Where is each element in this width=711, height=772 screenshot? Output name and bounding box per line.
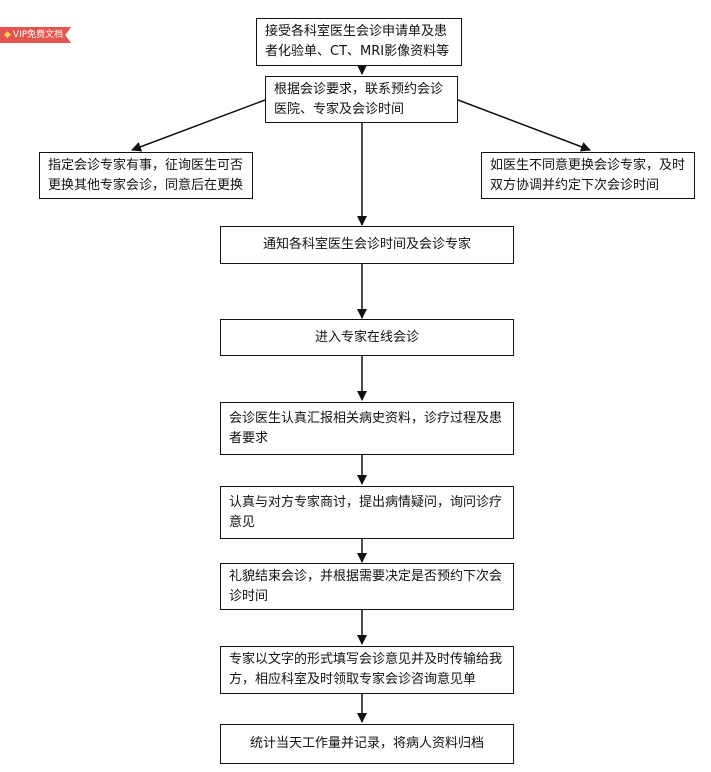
step-text-enter-consultation: 进入专家在线会诊 bbox=[314, 329, 419, 345]
step-text-receive-application: 接受各科室医生会诊申请单及患者化验单、CT、MRI影像资料等 bbox=[265, 24, 450, 59]
step-box-statistics-archive: 统计当天工作量并记录，将病人资料归档 bbox=[220, 724, 514, 764]
step-box-report-history: 会诊医生认真汇报相关病史资料，诊疗过程及患者要求 bbox=[220, 402, 514, 455]
step-box-contact-reserve: 根据会诊要求，联系预约会诊医院、专家及会诊时间 bbox=[265, 76, 458, 123]
step-box-notify: 通知各科室医生会诊时间及会诊专家 bbox=[220, 226, 514, 264]
branch-box-right: 如医生不同意更换会诊专家，及时双方协调并约定下次会诊时间 bbox=[481, 152, 695, 199]
step-text-statistics-archive: 统计当天工作量并记录，将病人资料归档 bbox=[249, 736, 484, 751]
step-text-report-history: 会诊医生认真汇报相关病史资料，诊疗过程及患者要求 bbox=[229, 410, 503, 446]
step-box-discuss: 认真与对方专家商讨，提出病情疑问，询问诊疗意见 bbox=[220, 486, 514, 539]
diamond-icon: ◆ bbox=[4, 30, 11, 40]
branch-box-left: 指定会诊专家有事，征询医生可否更换其他专家会诊，同意后在更换 bbox=[39, 152, 253, 199]
branch-text-right: 如医生不同意更换会诊专家，及时双方协调并约定下次会诊时间 bbox=[490, 157, 686, 193]
step-box-written-opinion: 专家以文字的形式填写会诊意见并及时传输给我方，相应科室及时领取专家会诊咨询意见单 bbox=[220, 646, 514, 694]
step-text-written-opinion: 专家以文字的形式填写会诊意见并及时传输给我方，相应科室及时领取专家会诊咨询意见单 bbox=[229, 652, 503, 687]
step-text-discuss: 认真与对方专家商讨，提出病情疑问，询问诊疗意见 bbox=[229, 494, 503, 530]
step-box-enter-consultation: 进入专家在线会诊 bbox=[220, 319, 514, 356]
step-box-end-consultation: 礼貌结束会诊，并根据需要决定是否预约下次会诊时间 bbox=[220, 563, 514, 610]
arrow-step2-right bbox=[457, 99, 591, 152]
vip-badge-label: VIP免费文档 bbox=[12, 30, 64, 40]
step-text-notify: 通知各科室医生会诊时间及会诊专家 bbox=[262, 237, 471, 252]
step-text-contact-reserve: 根据会诊要求，联系预约会诊医院、专家及会诊时间 bbox=[274, 81, 444, 117]
vip-badge: ◆VIP免费文档 bbox=[0, 27, 71, 43]
branch-text-left: 指定会诊专家有事，征询医生可否更换其他专家会诊，同意后在更换 bbox=[48, 157, 244, 193]
arrow-step2-left bbox=[131, 99, 266, 152]
step-box-receive-application: 接受各科室医生会诊申请单及患者化验单、CT、MRI影像资料等 bbox=[256, 18, 462, 66]
step-text-end-consultation: 礼貌结束会诊，并根据需要决定是否预约下次会诊时间 bbox=[229, 568, 503, 604]
